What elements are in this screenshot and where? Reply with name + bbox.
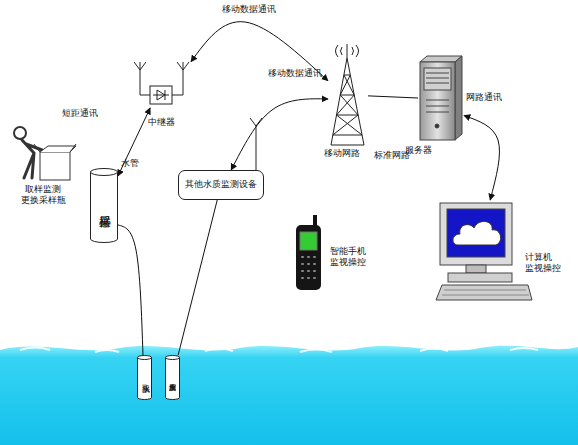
cylinder-body [91, 172, 118, 243]
edge-label: 移动数据通讯 [222, 4, 276, 15]
phone-node: 智能手机 监视操控 [293, 214, 323, 292]
relay-symbol [153, 90, 169, 100]
node-label: 计算机 监视操控 [525, 252, 570, 275]
device-antenna [250, 118, 262, 170]
operator-node: 取样监测 更换采样瓶 [5, 124, 77, 182]
connector-arrow [191, 22, 328, 81]
phone-screen [300, 232, 317, 250]
connector-arrow [464, 116, 499, 200]
cylinder-top [91, 169, 118, 176]
cell-tower [331, 44, 364, 145]
edge-label: 水管 [121, 158, 139, 169]
server-led [435, 124, 439, 128]
cylinder-body [166, 357, 180, 400]
intake-probe: 取水头 [137, 355, 152, 400]
node-label: 取样监测 更换采样瓶 [11, 184, 75, 207]
operator-body [22, 140, 42, 178]
operator-figure [14, 127, 42, 178]
sampler-cylinder: 采样器 [90, 168, 118, 243]
edge-label: 短距通讯 [62, 108, 98, 119]
phone-keypad [302, 257, 315, 278]
server-node: 服务器 [418, 56, 464, 142]
phone-icon [296, 215, 321, 290]
server-slots [426, 73, 449, 112]
edge-label: 移动数据通讯 [268, 68, 322, 79]
node-label: 中继器 [148, 117, 188, 128]
node-label: 服务器 [405, 145, 455, 156]
tower-bracing [333, 75, 362, 135]
relay-icon [134, 62, 189, 104]
edge-label: 标准网路 [374, 150, 410, 161]
edge-label: 网路通讯 [466, 92, 502, 103]
server-front [420, 62, 455, 140]
monitor-screen [447, 209, 505, 257]
box-front [40, 152, 70, 180]
connector-line [368, 96, 418, 98]
monitor-frame [440, 203, 512, 265]
server-side [455, 56, 462, 140]
tower-antenna [336, 44, 359, 58]
sample-box [34, 144, 76, 180]
relay-box [150, 86, 172, 104]
keyboard [436, 285, 532, 300]
connector-arrow [231, 99, 328, 170]
cylinder-outline [137, 355, 152, 400]
cylinder-body [138, 357, 152, 400]
cylinder-outline [90, 168, 118, 243]
keyboard-keys [442, 290, 529, 295]
relay-node: 中继器 [133, 58, 191, 108]
connector-line [178, 200, 217, 355]
node-label: 其他水质监测设备 [185, 179, 257, 190]
operator-head [14, 127, 26, 139]
connector-arrow [118, 108, 150, 176]
cylinder-outline [165, 355, 180, 400]
computer-base [448, 273, 512, 282]
connector-line [118, 225, 143, 355]
computer-node: 计算机 监视操控 [435, 200, 532, 302]
relay-antenna [134, 62, 150, 95]
tower-legs [331, 58, 364, 145]
cylinder-top [138, 356, 152, 360]
screen-cloud [453, 221, 501, 245]
tower-node: 移动网路 [328, 44, 368, 146]
node-label: 移动网路 [324, 148, 374, 159]
phone-body [296, 225, 321, 290]
server-panel [424, 68, 451, 90]
relay-antenna [172, 62, 189, 95]
monitor-device-box: 其他水质监测设备 [178, 170, 264, 200]
monitor-stand [466, 265, 486, 273]
quality-probe: 水质探测头 [165, 355, 180, 400]
box-flaps [34, 144, 76, 152]
water-surface [0, 346, 578, 445]
water-highlight [20, 348, 538, 353]
node-label: 智能手机 监视操控 [330, 246, 380, 269]
cylinder-top [166, 356, 180, 360]
computer-icon [436, 203, 532, 300]
server-icon [420, 56, 462, 140]
